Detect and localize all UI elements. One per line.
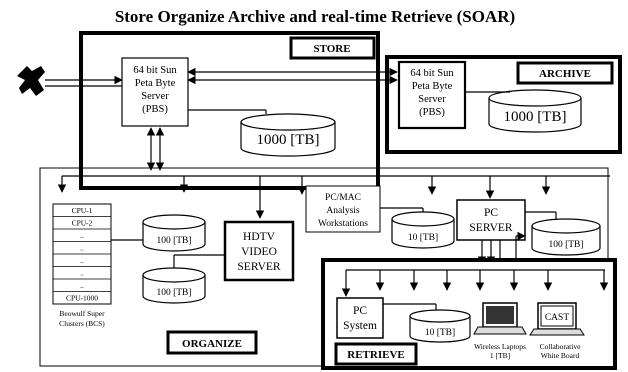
store-header: STORE [313,43,350,55]
archive-storage-cylinder: 1000 [TB] [488,89,582,133]
organize-storage-top-label: 100 [TB] [156,236,191,246]
organize-storage-top: 100 [TB] [142,214,206,252]
retrieve-header-box [334,342,418,366]
archive-section: ARCHIVE 64 bit Sun Peta Byte Server (PBS… [385,55,622,154]
cpu-row-5: .. [80,256,84,265]
pcmac-storage-label: 10 [TB] [408,233,438,243]
retrieve-storage-label: 10 [TB] [425,328,455,338]
diagram-title: Store Organize Archive and real-time Ret… [115,7,515,26]
retrieve-storage-cylinder: 10 [TB] [409,309,471,343]
store-server-line-4: (PBS) [142,104,168,115]
archive-frame [385,55,622,154]
cpu-row-2: CPU-2 [72,219,93,228]
archive-storage-label: 1000 [TB] [504,109,567,125]
store-frame [79,31,380,190]
pcmac-line-1: PC/MAC [325,193,361,203]
archive-server-line-3: Server [418,94,446,105]
cluster-label-1: Beowulf Super [59,309,105,318]
laptops-label-1: Wireless Laptops [474,342,526,351]
cpu-row-6: .. [80,269,84,278]
cpu-stack: CPU-1 CPU-2 .. .. .. .. .. CPU-1000 [52,203,112,305]
organize-section: CPU-1 CPU-2 .. .. .. .. .. CPU-1000 Beow… [39,167,610,367]
retrieve-section: PC System 10 [TB] Wireless Laptops 1 [TB… [321,258,617,370]
cpu-row-8: CPU-1000 [66,294,98,303]
archive-server-line-2: Peta Byte [412,81,453,92]
cpu-row-1: CPU-1 [72,206,93,215]
retrieve-header: RETRIEVE [347,349,404,361]
archive-header: ARCHIVE [539,68,591,80]
hdtv-line-1: HDTV [243,231,276,243]
cpu-row-4: .. [80,244,84,253]
organize-storage-bottom: 100 [TB] [142,267,206,304]
organize-header: ORGANIZE [182,338,242,350]
cluster-label-2: Clusters (BCS) [59,319,105,328]
store-server-line-2: Peta Byte [135,78,176,89]
store-server-line-1: 64 bit Sun [133,65,177,76]
laptops-label-2: 1 [TB] [490,351,510,360]
pc-server-line-2: SERVER [469,222,512,234]
store-server-line-3: Server [141,91,169,102]
organize-header-box [166,330,258,355]
pcmac-storage-cylinder: 10 [TB] [391,211,455,249]
pc-server-storage-label: 100 [TB] [548,240,583,250]
pc-system-line-2: System [343,320,377,332]
cpu-row-7: .. [80,281,84,290]
archive-server-box [397,60,467,130]
whiteboard-label-1: Collaborative [540,342,581,351]
store-section: STORE 64 bit Sun Peta Byte Server (PBS) … [79,31,380,190]
whiteboard-icon: CAST [529,302,585,336]
hdtv-line-3: SERVER [237,261,280,273]
pc-system-box [336,297,384,339]
cpu-row-3: .. [80,231,84,240]
hdtv-line-2: VIDEO [241,246,277,258]
organize-storage-bottom-label: 100 [TB] [156,288,191,298]
archive-server-line-4: (PBS) [419,107,445,118]
archive-header-box [516,61,614,85]
pc-server-storage-cylinder: 100 [TB] [531,218,601,256]
laptop-icon [473,302,527,335]
store-storage-label: 1000 [TB] [257,132,320,148]
pc-system-line-1: PC [353,305,367,317]
store-header-box [289,36,376,60]
hdtv-video-server [223,220,295,282]
satellite-icon [17,66,45,96]
store-storage-cylinder: 1000 [TB] [240,113,336,157]
whiteboard-label-2: White Board [541,351,580,360]
pcmac-line-2: Analysis [326,206,360,216]
cast-label: CAST [545,313,569,323]
pc-server-line-1: PC [484,207,498,219]
pc-server-box [456,199,526,241]
store-server-box [121,57,189,127]
archive-server-line-1: 64 bit Sun [410,68,454,79]
pcmac-line-3: Workstations [318,219,368,229]
pcmac-workstations [305,185,381,233]
